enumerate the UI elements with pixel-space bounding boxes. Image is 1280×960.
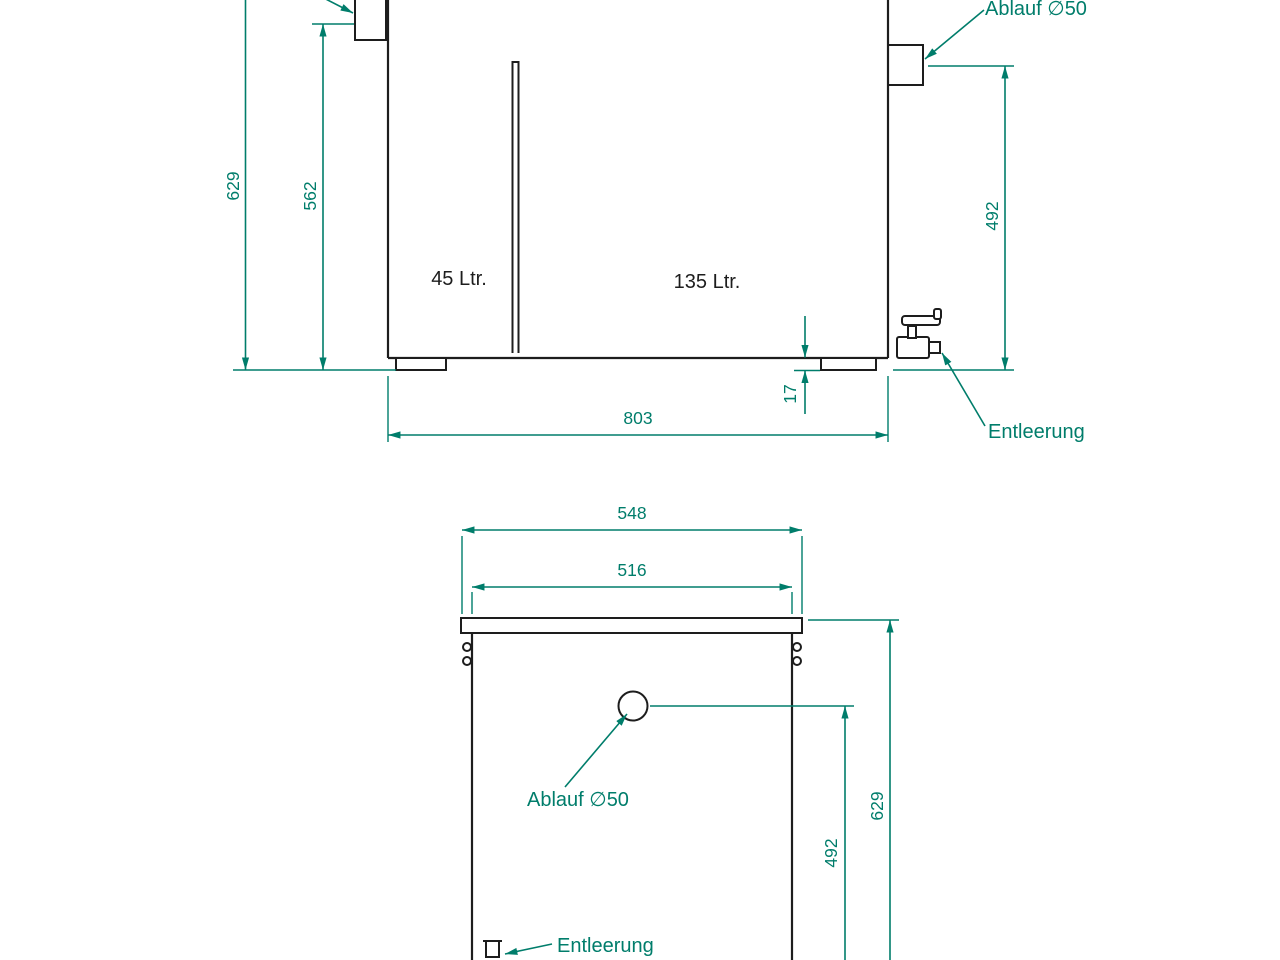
tank-front-outline: [354, 0, 942, 371]
valve-spout: [928, 341, 941, 354]
clamp-knob: [792, 642, 802, 652]
side-dimensions: 548 516 629 492: [461, 503, 899, 960]
bottom-fitting-body: [485, 940, 500, 958]
foot-left: [395, 357, 447, 371]
compartment-small-label: 45 Ltr.: [431, 268, 487, 290]
drain-label-side: Ablauf ∅50: [527, 789, 629, 811]
clamp-knob: [462, 642, 472, 652]
dim-width: 803: [623, 408, 652, 428]
valve-body: [896, 336, 930, 359]
dim-outlet-height: 492: [982, 201, 1002, 230]
dim-drain-height: 492: [821, 838, 841, 867]
dim-inner-height: 562: [300, 181, 320, 210]
inlet-fitting: [354, 0, 387, 41]
drain-hole: [617, 690, 649, 722]
emptying-leader-line-side: [504, 943, 553, 955]
dim-outer-width: 548: [617, 503, 646, 523]
dim-total-height-front: 629: [223, 171, 243, 200]
tank-side-outline: [460, 617, 803, 960]
bottom-fitting: [483, 940, 502, 958]
outlet-fitting: [887, 44, 924, 86]
front-view: 45 Ltr. 135 Ltr. 629 562 492 803: [223, 0, 1087, 443]
emptying-label-front: Entleerung: [988, 421, 1085, 443]
front-annotations: Ablauf ∅50 Entleerung: [325, 0, 1087, 443]
inlet-leader-line: [325, 0, 354, 14]
dim-foot-height: 17: [780, 384, 800, 403]
drain-label-front: Ablauf ∅50: [985, 0, 1087, 20]
drain-leader-line-side: [564, 713, 628, 788]
clamp-left: [462, 642, 472, 666]
clamp-right: [792, 642, 802, 666]
side-annotations: Ablauf ∅50 Entleerung: [504, 713, 654, 957]
partition-baffle: [511, 61, 520, 353]
emptying-label-side: Entleerung: [557, 935, 654, 957]
valve-stem: [907, 325, 917, 339]
front-dimensions: 629 562 492 803 17: [223, 0, 1014, 442]
clamp-knob: [792, 656, 802, 666]
emptying-leader-line-front: [941, 352, 986, 427]
side-view: 548 516 629 492 Ablauf ∅50 Entleerung: [460, 503, 899, 960]
lid: [460, 617, 803, 634]
drain-leader-line-front: [924, 9, 985, 60]
drain-valve: [896, 308, 942, 359]
valve-lever-end: [933, 308, 942, 320]
foot-right: [820, 357, 877, 371]
clamp-knob: [462, 656, 472, 666]
compartment-large-label: 135 Ltr.: [674, 271, 741, 293]
dim-inner-width: 516: [617, 560, 646, 580]
valve-lever: [901, 315, 941, 326]
dim-total-height-side: 629: [867, 791, 887, 820]
